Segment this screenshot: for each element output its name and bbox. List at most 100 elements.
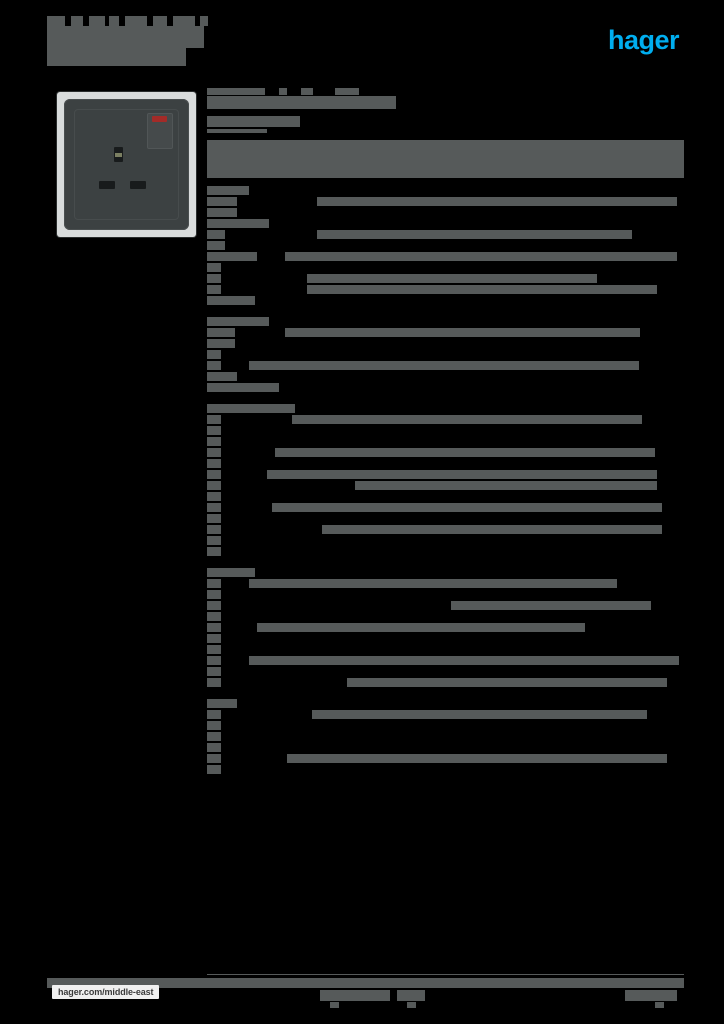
spec-row bbox=[207, 667, 684, 678]
spec-row bbox=[207, 252, 684, 263]
spec-row bbox=[207, 645, 684, 656]
spec-row-label-redacted bbox=[207, 328, 235, 337]
spec-row-label-redacted bbox=[207, 765, 221, 774]
footer-right-redacted bbox=[625, 990, 677, 1001]
spec-row bbox=[207, 699, 684, 710]
spec-row-label-redacted bbox=[207, 754, 221, 763]
footer-center-redacted-2 bbox=[397, 990, 425, 1001]
spec-row-value-redacted bbox=[322, 525, 662, 534]
spec-row-label-redacted bbox=[207, 426, 221, 435]
socket-inner-frame bbox=[74, 109, 179, 220]
spec-section bbox=[207, 568, 684, 689]
spec-row-value-redacted bbox=[451, 601, 651, 610]
spec-row-label-redacted bbox=[207, 547, 221, 556]
spec-row bbox=[207, 296, 684, 307]
spec-row-label-redacted bbox=[207, 404, 295, 413]
section-header-band bbox=[207, 140, 684, 178]
spec-row bbox=[207, 208, 684, 219]
spec-row bbox=[207, 547, 684, 558]
spec-row bbox=[207, 459, 684, 470]
spec-row bbox=[207, 470, 684, 481]
spec-row-value-redacted bbox=[347, 678, 667, 687]
rocker-switch-icon bbox=[147, 113, 173, 149]
spec-row bbox=[207, 219, 684, 230]
spec-row-label-redacted bbox=[207, 252, 257, 261]
spec-row-label-redacted bbox=[207, 492, 221, 501]
spec-row-label-redacted bbox=[207, 710, 221, 719]
document-title-redacted bbox=[47, 16, 212, 66]
spec-row bbox=[207, 230, 684, 241]
spec-row bbox=[207, 710, 684, 721]
spec-row-label-redacted bbox=[207, 601, 221, 610]
spec-row bbox=[207, 678, 684, 689]
spec-row bbox=[207, 350, 684, 361]
spec-section bbox=[207, 699, 684, 776]
spec-row bbox=[207, 404, 684, 415]
footer-center-redacted bbox=[320, 990, 390, 1001]
page-footer: hager.com/middle-east bbox=[0, 974, 724, 1024]
footer-right-redacted-2 bbox=[655, 1002, 664, 1008]
spec-row-label-redacted bbox=[207, 296, 255, 305]
spec-row bbox=[207, 415, 684, 426]
spec-row bbox=[207, 656, 684, 667]
spec-row-label-redacted bbox=[207, 590, 221, 599]
spec-content-column bbox=[207, 88, 684, 776]
spec-row-value-redacted bbox=[249, 361, 639, 370]
spec-row-value-redacted bbox=[275, 448, 655, 457]
spec-row-value-redacted bbox=[312, 710, 647, 719]
spec-row-label-redacted bbox=[207, 285, 221, 294]
spec-row-value-redacted bbox=[317, 197, 677, 206]
spec-row-label-redacted bbox=[207, 339, 235, 348]
spec-row-label-redacted bbox=[207, 448, 221, 457]
spec-row-label-redacted bbox=[207, 721, 221, 730]
spec-row-value-redacted bbox=[287, 754, 667, 763]
spec-row-value-redacted bbox=[267, 470, 657, 479]
spec-row-label-redacted bbox=[207, 350, 221, 359]
spec-row bbox=[207, 623, 684, 634]
footer-left-band bbox=[47, 978, 684, 988]
footer-divider bbox=[207, 974, 684, 975]
spec-row bbox=[207, 601, 684, 612]
product-heading-redacted bbox=[207, 88, 684, 114]
spec-row bbox=[207, 241, 684, 252]
spec-row bbox=[207, 525, 684, 536]
spec-row bbox=[207, 426, 684, 437]
spec-row-label-redacted bbox=[207, 699, 237, 708]
spec-row bbox=[207, 186, 684, 197]
spec-row-value-redacted bbox=[307, 285, 657, 294]
spec-row bbox=[207, 765, 684, 776]
spec-row-label-redacted bbox=[207, 568, 255, 577]
spec-row bbox=[207, 361, 684, 372]
spec-row-label-redacted bbox=[207, 470, 221, 479]
spec-row-label-redacted bbox=[207, 503, 221, 512]
spec-row-label-redacted bbox=[207, 656, 221, 665]
spec-row-label-redacted bbox=[207, 612, 221, 621]
spec-row-label-redacted bbox=[207, 743, 221, 752]
spec-row-label-redacted bbox=[207, 383, 279, 392]
footer-url[interactable]: hager.com/middle-east bbox=[52, 985, 160, 999]
spec-row-label-redacted bbox=[207, 219, 269, 228]
spec-row bbox=[207, 590, 684, 601]
spec-row-label-redacted bbox=[207, 241, 225, 250]
spec-row-label-redacted bbox=[207, 732, 221, 741]
spec-row-label-redacted bbox=[207, 623, 221, 632]
product-image bbox=[57, 92, 196, 237]
spec-section bbox=[207, 317, 684, 394]
spec-row-label-redacted bbox=[207, 525, 221, 534]
spec-row-label-redacted bbox=[207, 230, 225, 239]
spec-row-label-redacted bbox=[207, 263, 221, 272]
live-pin-slot-icon bbox=[99, 181, 115, 189]
page-header: hager bbox=[0, 0, 724, 82]
spec-row-value-redacted bbox=[257, 623, 585, 632]
product-subheading-redacted bbox=[207, 114, 684, 136]
spec-row-label-redacted bbox=[207, 481, 221, 490]
spec-row-label-redacted bbox=[207, 274, 221, 283]
spec-row bbox=[207, 481, 684, 492]
spec-row bbox=[207, 383, 684, 394]
spec-row bbox=[207, 754, 684, 765]
spec-row-label-redacted bbox=[207, 459, 221, 468]
spec-row bbox=[207, 732, 684, 743]
spec-sections bbox=[207, 186, 684, 776]
spec-row-label-redacted bbox=[207, 536, 221, 545]
